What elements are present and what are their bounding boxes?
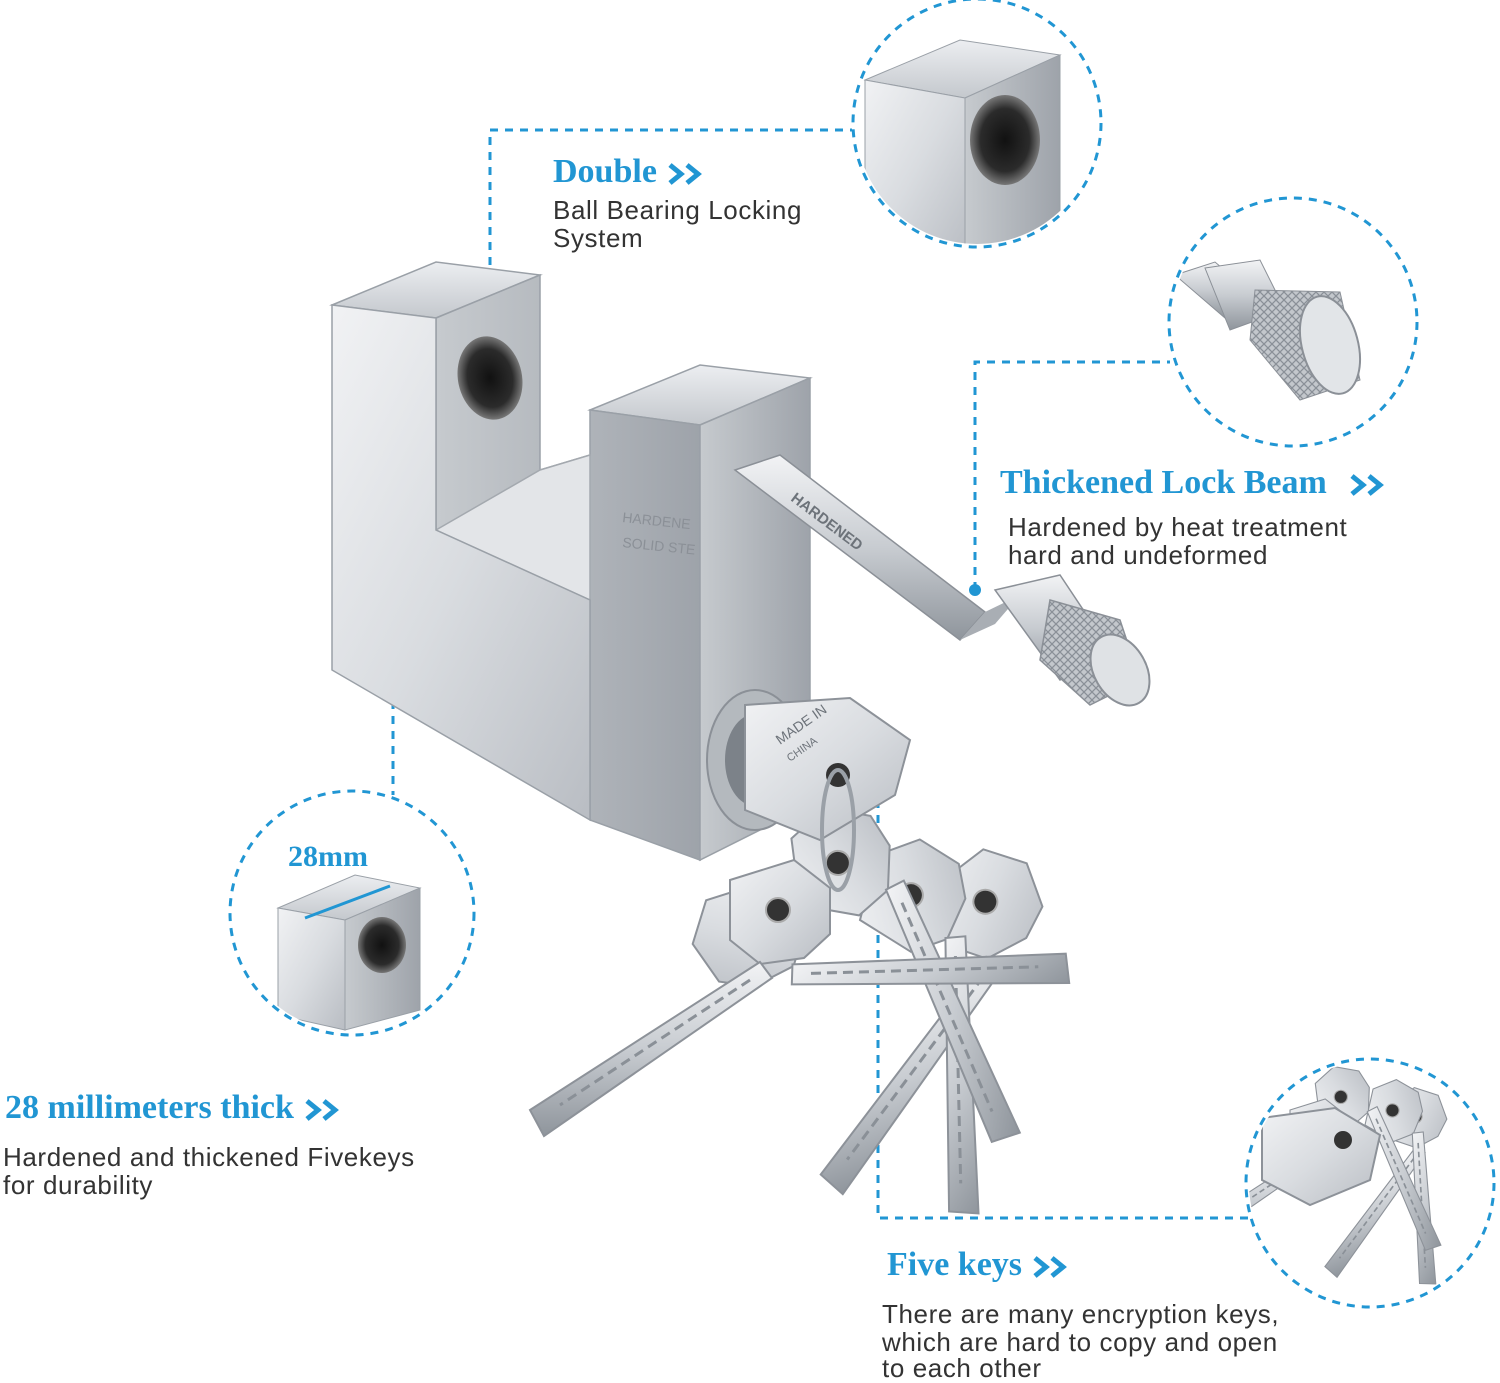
detail-circle-beam <box>1167 196 1419 448</box>
feature-desc-keys-line-2: which are hard to copy and open <box>882 1327 1278 1357</box>
feature-desc-beam-line-2: hard and undeformed <box>1008 540 1269 570</box>
chevron-right-icon <box>1350 474 1384 497</box>
chevron-right-icon <box>1033 1256 1067 1279</box>
feature-desc-double-line-2: System <box>553 223 644 253</box>
feature-title-thickness: 28 millimeters thick <box>5 1089 344 1127</box>
feature-desc-thickness-line-2: for durability <box>3 1170 154 1200</box>
feature-title-beam: Thickened Lock Beam <box>1000 464 1389 502</box>
padlock-body: HARDENE SOLID STE <box>329 261 813 862</box>
feature-title-double: Double <box>553 153 707 191</box>
feature-desc-keys-line-1: There are many encryption keys, <box>882 1299 1280 1329</box>
feature-desc-thickness-line-1: Hardened and thickened Fivekeys <box>3 1142 415 1172</box>
chevron-right-icon <box>668 163 702 186</box>
body-engraving-1: HARDENE <box>622 509 692 532</box>
dimension-label: 28mm <box>288 840 368 873</box>
chevron-right-icon <box>305 1099 339 1122</box>
feature-desc-double-line-1: Ball Bearing Locking <box>553 195 803 225</box>
detail-circle-top <box>851 0 1103 249</box>
feature-title-keys: Five keys <box>887 1246 1072 1284</box>
body-engraving-2: SOLID STE <box>622 534 696 558</box>
detail-circle-keys <box>1244 1057 1496 1309</box>
key-bunch: MADE IN CHINA <box>528 696 1132 1227</box>
feature-desc-beam-line-1: Hardened by heat treatment <box>1008 512 1348 542</box>
detail-circle-thickness <box>228 789 476 1037</box>
feature-desc-keys-line-3: to each other <box>882 1353 1042 1383</box>
